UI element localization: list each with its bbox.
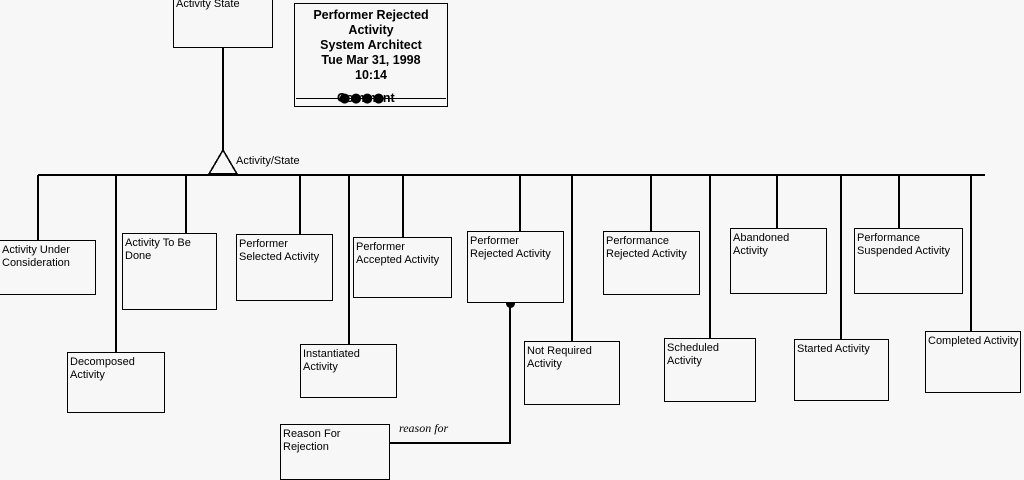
title-block-separator: [296, 98, 446, 99]
class-box-performer-rejected-activity[interactable]: Performer Rejected Activity: [467, 231, 564, 303]
class-box-performer-selected-activity[interactable]: Performer Selected Activity: [236, 234, 333, 301]
title-line-2: Activity: [348, 23, 394, 37]
class-box-completed-activity[interactable]: Completed Activity: [925, 331, 1021, 393]
comment-dots: ●●●●: [339, 91, 385, 106]
generalization-triangle-icon: [207, 148, 239, 175]
class-box-scheduled-activity[interactable]: Scheduled Activity: [664, 338, 756, 402]
class-box-reason-for-rejection[interactable]: Reason For Rejection: [280, 424, 390, 480]
class-box-activity-state[interactable]: Activity State: [173, 0, 273, 48]
class-box-performance-rejected-activity[interactable]: Performance Rejected Activity: [603, 231, 700, 295]
comment-label: Comment: [337, 91, 395, 105]
class-box-instantiated-activity[interactable]: Instantiated Activity: [300, 344, 397, 398]
class-box-performance-suspended-activity[interactable]: Performance Suspended Activity: [854, 228, 963, 294]
generalization-label: Activity/State: [236, 155, 300, 167]
class-box-activity-to-be-done[interactable]: Activity To Be Done: [122, 233, 217, 310]
title-line-5: 10:14: [355, 68, 387, 82]
association-filled-circle-icon: [506, 299, 515, 308]
class-box-performer-accepted-activity[interactable]: Performer Accepted Activity: [353, 237, 452, 298]
class-box-not-required-activity[interactable]: Not Required Activity: [524, 341, 620, 405]
class-box-abandoned-activity[interactable]: Abandoned Activity: [730, 228, 827, 294]
class-box-activity-under-consideration[interactable]: Activity Under Consideration: [0, 240, 96, 295]
title-line-4: Tue Mar 31, 1998: [321, 53, 421, 67]
title-line-1: Performer Rejected: [313, 8, 429, 22]
title-line-3: System Architect: [320, 38, 422, 52]
class-box-decomposed-activity[interactable]: Decomposed Activity: [67, 352, 165, 413]
diagram-title-block: Performer Rejected Activity System Archi…: [294, 3, 448, 107]
class-box-started-activity[interactable]: Started Activity: [794, 339, 889, 401]
association-label: reason for: [399, 421, 449, 435]
edge-association-reason-for: [389, 304, 511, 444]
